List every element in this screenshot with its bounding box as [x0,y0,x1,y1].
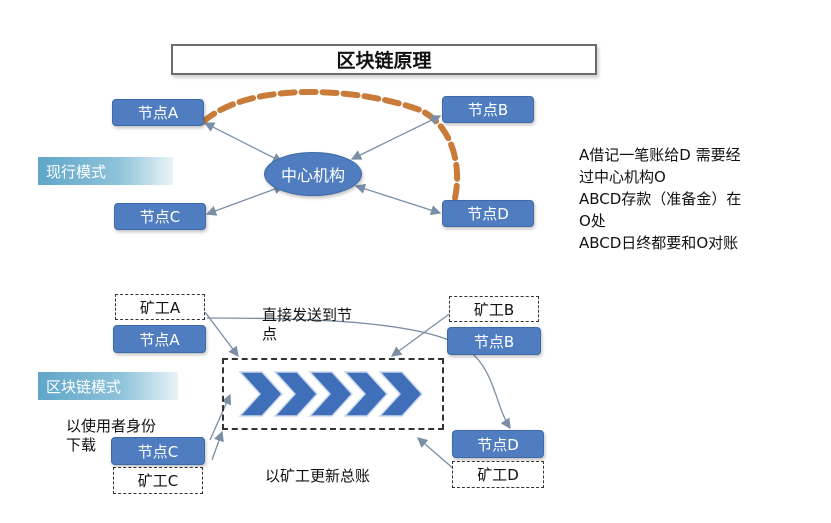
update-ledger-text: 以矿工更新总账 [265,467,371,485]
miner-b: 矿工B [449,296,539,322]
chain-node-b: 节点B [447,327,541,355]
miner-c: 矿工C [113,467,203,494]
arrow-d-chain [417,437,456,471]
current-mode-label: 现行模式 [38,157,173,185]
send-text-line: 点 [262,325,278,343]
arrow-b-chain [390,311,453,357]
send-direct-text: 直接发送到节 点 [262,306,352,344]
current-node-c: 节点C [114,203,206,230]
chain-mode-label: 区块链模式 [38,372,178,400]
arrow-chain-c [211,430,224,461]
central-institution: 中心机构 [264,152,362,196]
miner-d: 矿工D [452,461,544,488]
arrow-c-chain [209,393,232,441]
arrow-a-center [203,122,284,163]
miner-a: 矿工A [115,294,205,320]
current-node-d: 节点D [442,200,534,227]
note-line: A借记一笔账给D 需要经 [579,146,741,164]
current-node-b: 节点B [442,96,534,123]
arrow-b-center [350,115,442,160]
transfer-arc [200,89,461,201]
arrow-d-center [354,183,442,216]
download-text-line: 下载 [66,436,97,454]
page-title: 区块链原理 [171,44,597,75]
blockchain-box [222,358,444,430]
note-line: O处 [579,212,606,230]
arrow-c-center [205,184,285,216]
note-line: ABCD存款（准备金）在 [579,190,742,208]
chain-node-d: 节点D [452,430,544,458]
block-chevrons [238,371,424,417]
chain-node-a: 节点A [113,325,206,353]
curve-a-d [206,317,511,430]
send-text-line: 直接发送到节 [262,306,353,324]
note-line: 过中心机构O [579,168,666,186]
explanation-note: A借记一笔账给D 需要经 过中心机构O ABCD存款（准备金）在 O处 ABCD… [579,144,794,254]
arrow-a-chain [204,311,239,358]
download-text-line: 以使用者身份 [66,417,157,435]
download-text: 以使用者身份 下载 [66,417,156,455]
chain-node-c: 节点C [111,437,205,465]
note-line: ABCD日终都要和O对账 [579,234,739,252]
current-node-a: 节点A [112,99,204,126]
